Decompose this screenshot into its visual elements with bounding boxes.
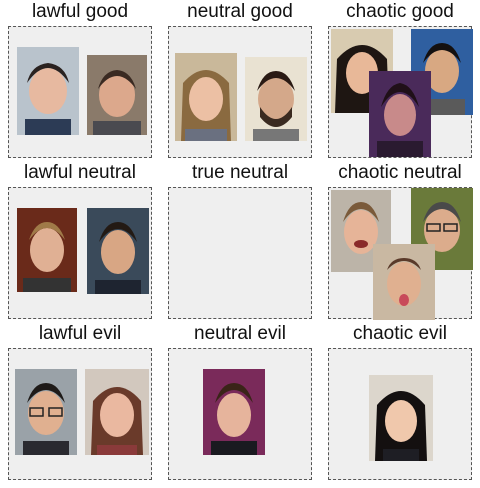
portrait-photo bbox=[87, 55, 147, 135]
portrait-photo bbox=[369, 375, 433, 461]
cell-neutral-good: neutral good bbox=[160, 0, 320, 163]
portrait-photo bbox=[17, 47, 79, 135]
portrait-photo bbox=[15, 369, 77, 455]
cell-title: neutral evil bbox=[194, 323, 286, 344]
portrait-photo bbox=[203, 369, 265, 455]
cell-title: chaotic good bbox=[346, 1, 454, 22]
photo-panel bbox=[168, 26, 312, 158]
photo-panel bbox=[328, 187, 473, 320]
cell-lawful-neutral: lawful neutral bbox=[0, 161, 160, 324]
photo-panel bbox=[168, 348, 312, 480]
cell-chaotic-evil: chaotic evil bbox=[320, 322, 480, 485]
cell-true-neutral: true neutral bbox=[160, 161, 320, 324]
photo-panel bbox=[328, 26, 473, 158]
cell-lawful-evil: lawful evil bbox=[0, 322, 160, 485]
cell-title: lawful good bbox=[31, 1, 129, 22]
portrait-photo bbox=[87, 208, 149, 294]
cell-title: chaotic neutral bbox=[338, 162, 462, 183]
cell-title: lawful evil bbox=[38, 323, 122, 344]
photo-panel bbox=[8, 348, 152, 480]
cell-neutral-evil: neutral evil bbox=[160, 322, 320, 485]
portrait-photo bbox=[411, 188, 473, 270]
photo-panel bbox=[8, 187, 152, 319]
portrait-photo bbox=[373, 244, 435, 320]
portrait-photo bbox=[17, 208, 77, 292]
cell-title: true neutral bbox=[191, 162, 289, 183]
photo-panel bbox=[328, 348, 472, 480]
photo-panel bbox=[8, 26, 152, 158]
portrait-photo bbox=[175, 53, 237, 141]
photo-panel-empty bbox=[168, 187, 312, 319]
cell-chaotic-good: chaotic good bbox=[320, 0, 480, 163]
cell-chaotic-neutral: chaotic neutral bbox=[320, 161, 480, 324]
portrait-photo bbox=[245, 57, 307, 141]
portrait-photo bbox=[85, 369, 149, 455]
cell-lawful-good: lawful good bbox=[0, 0, 160, 163]
cell-title: chaotic evil bbox=[353, 323, 447, 344]
cell-title: lawful neutral bbox=[24, 162, 136, 183]
portrait-photo bbox=[369, 71, 431, 157]
cell-title: neutral good bbox=[187, 1, 293, 22]
